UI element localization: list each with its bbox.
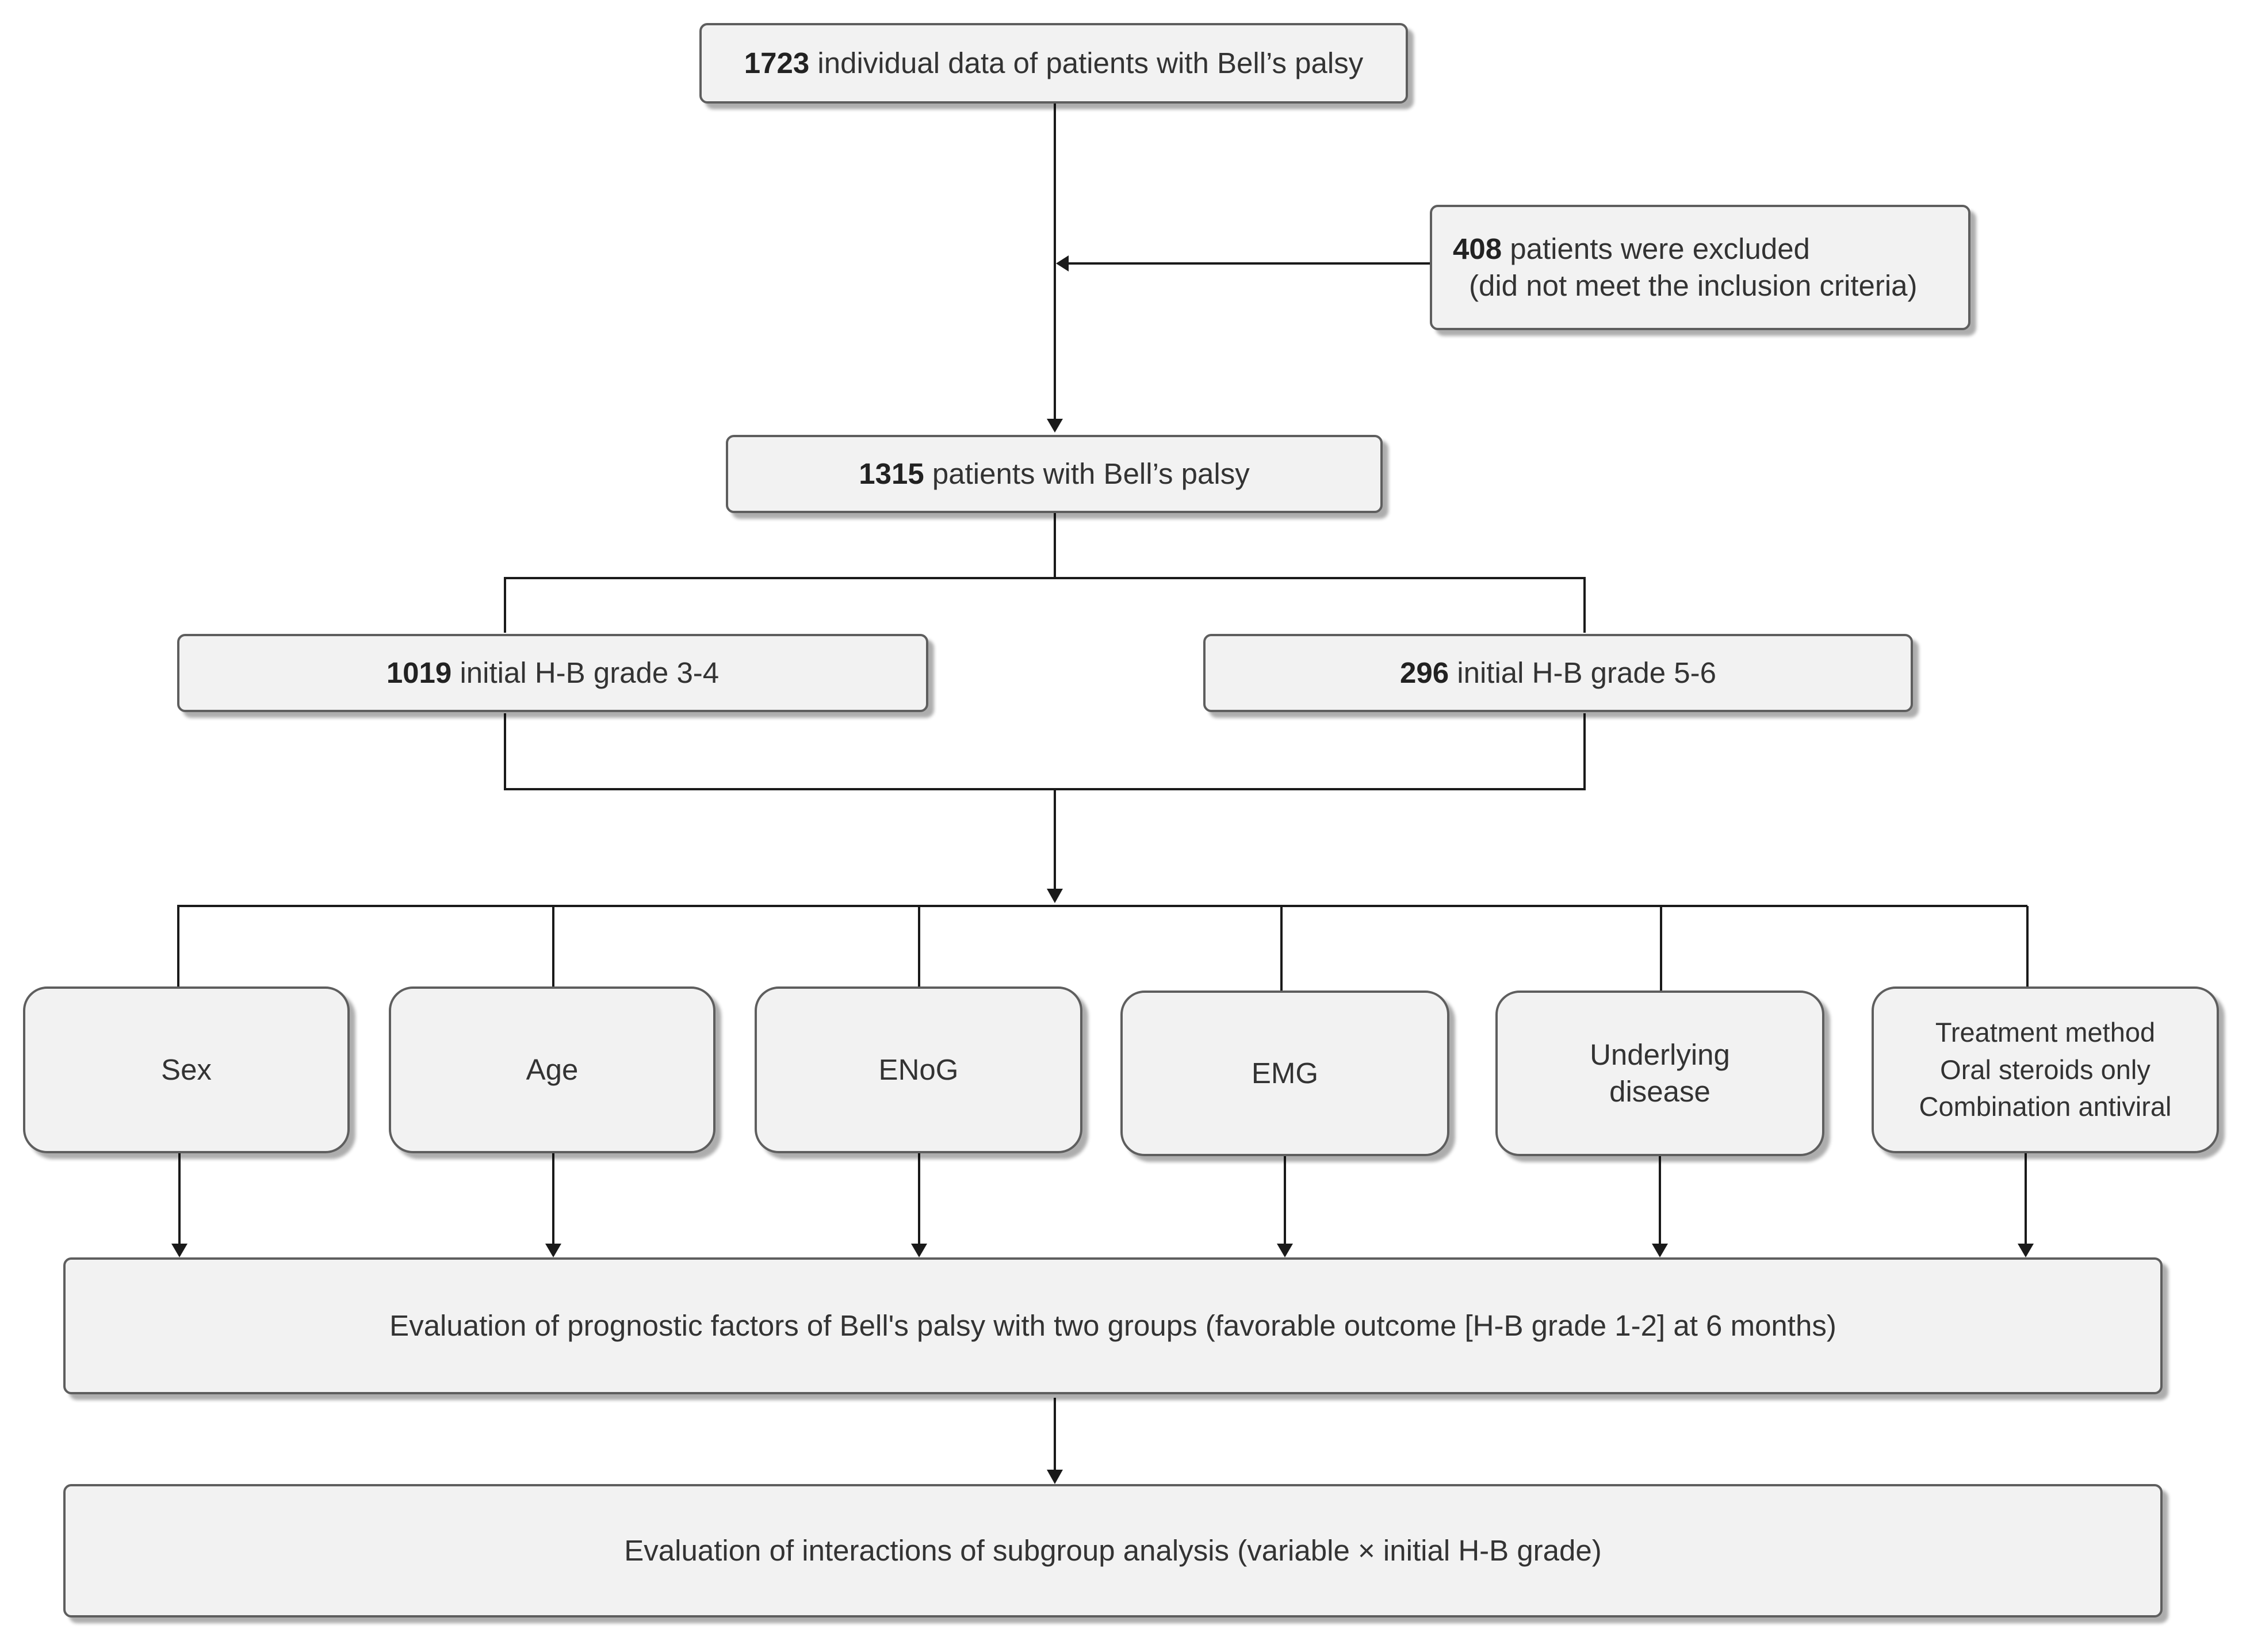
arrowhead-excluded: [1056, 255, 1069, 271]
evaluation-prognostic-factors-box: Evaluation of prognostic factors of Bell…: [63, 1257, 2163, 1394]
arrowhead-treatment: [2018, 1244, 2034, 1257]
connector-split-groups: [504, 577, 1586, 633]
arrowhead-included: [1047, 419, 1063, 433]
connector-merge-groups: [504, 713, 1586, 790]
factor-emg-box: EMG: [1120, 991, 1449, 1156]
factor-sex-box: Sex: [23, 986, 350, 1153]
evaluation-prognostic-factors-text: Evaluation of prognostic factors of Bell…: [389, 1309, 1836, 1343]
evaluation-interactions-text: Evaluation of interactions of subgroup a…: [624, 1534, 1602, 1567]
excluded-patients-box: 408 patients were excluded (did not meet…: [1430, 205, 1970, 330]
factor-treatment-method-label: Treatment method Oral steroids only Comb…: [1919, 1016, 2172, 1122]
factor-emg-label: EMG: [1251, 1057, 1319, 1090]
factor-age-label: Age: [526, 1053, 579, 1087]
grade-5-6-text: 296 initial H-B grade 5-6: [1400, 655, 1716, 691]
arrowhead-merge: [1047, 889, 1063, 903]
arrowhead-enog: [911, 1244, 927, 1257]
factor-underlying-disease-box: Underlying disease: [1495, 991, 1824, 1156]
arrowhead-underlying: [1652, 1244, 1668, 1257]
arrowhead-sex: [171, 1244, 188, 1257]
included-count: 1315: [859, 457, 924, 491]
total-patients-label: individual data of patients with Bell’s …: [809, 47, 1364, 80]
arrowhead-age: [545, 1244, 561, 1257]
factor-treatment-method-box: Treatment method Oral steroids only Comb…: [1872, 986, 2219, 1153]
factor-sex-label: Sex: [161, 1053, 212, 1087]
grade-5-6-box: 296 initial H-B grade 5-6: [1203, 634, 1913, 712]
grade-3-4-count: 1019: [386, 656, 452, 690]
factor-enog-box: ENoG: [755, 986, 1082, 1153]
excluded-reason: (did not meet the inclusion criteria): [1469, 269, 1918, 302]
grade-5-6-label: initial H-B grade 5-6: [1449, 656, 1716, 690]
arrowhead-emg: [1277, 1244, 1293, 1257]
excluded-label: patients were excluded: [1502, 232, 1810, 266]
evaluation-interactions-box: Evaluation of interactions of subgroup a…: [63, 1484, 2163, 1617]
total-patients-count: 1723: [744, 47, 810, 80]
included-patients-box: 1315 patients with Bell’s palsy: [726, 435, 1383, 513]
excluded-count: 408: [1453, 232, 1502, 266]
factor-underlying-disease-label: Underlying disease: [1590, 1038, 1730, 1108]
grade-3-4-text: 1019 initial H-B grade 3-4: [387, 655, 719, 691]
grade-5-6-count: 296: [1400, 656, 1449, 690]
factor-enog-label: ENoG: [878, 1053, 959, 1087]
factor-age-box: Age: [389, 986, 715, 1153]
excluded-patients-text: 408 patients were excluded (did not meet…: [1453, 231, 1918, 304]
included-patients-text: 1315 patients with Bell’s palsy: [859, 456, 1249, 492]
grade-3-4-label: initial H-B grade 3-4: [451, 656, 720, 690]
included-label: patients with Bell’s palsy: [924, 457, 1250, 491]
total-patients-text: 1723 individual data of patients with Be…: [744, 45, 1363, 82]
total-patients-box: 1723 individual data of patients with Be…: [699, 23, 1408, 104]
arrowhead-interactions: [1047, 1470, 1063, 1484]
grade-3-4-box: 1019 initial H-B grade 3-4: [177, 634, 928, 712]
